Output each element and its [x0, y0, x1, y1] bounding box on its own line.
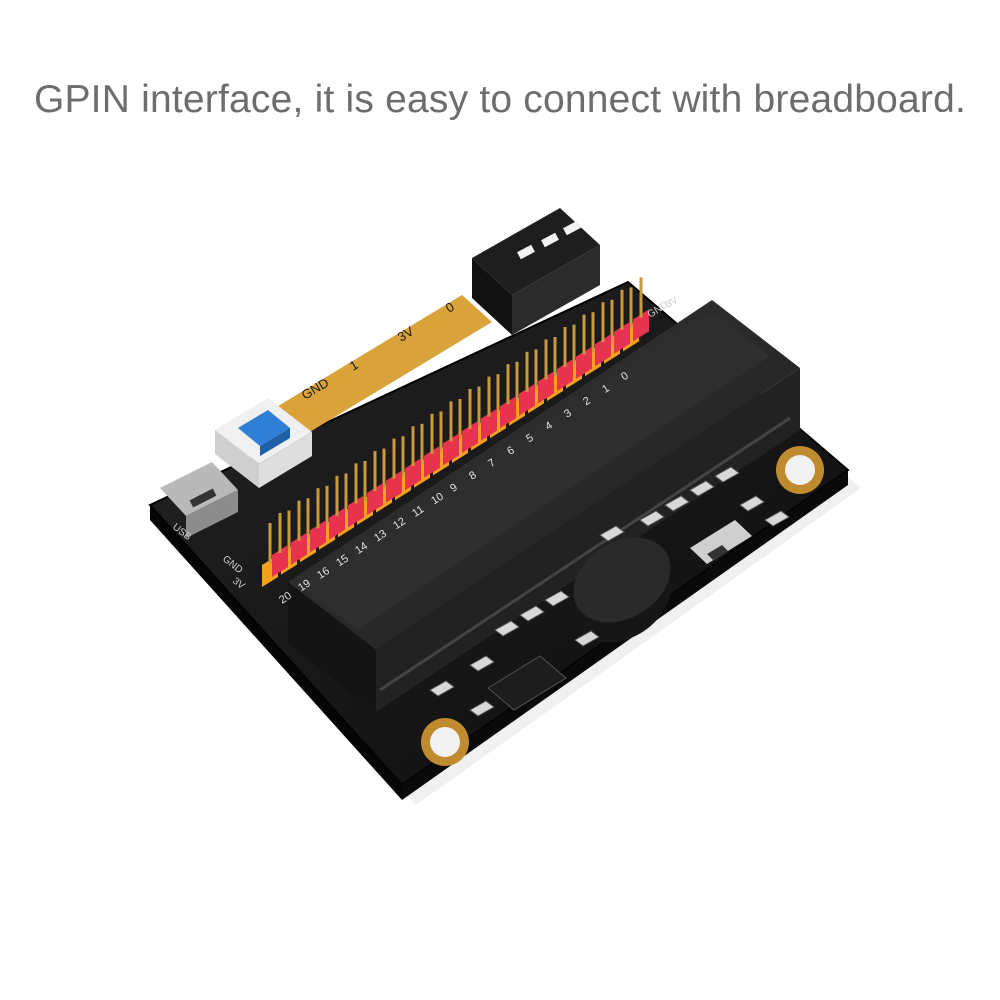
smd-resistor [764, 510, 790, 527]
pad-label: 3V [395, 323, 417, 344]
header-block [348, 495, 364, 528]
header-block [367, 483, 383, 515]
header-block [386, 470, 402, 503]
slide-switch [690, 520, 752, 564]
smd-resistor [544, 590, 570, 607]
header-block [576, 346, 592, 379]
pin-number-label: 15 [334, 553, 351, 570]
micro-usb-port [160, 462, 238, 538]
mounting-hole-front-center [430, 727, 460, 757]
smd-resistor [519, 605, 545, 622]
pin-number-label: 4 [543, 420, 555, 433]
pin-number-label: 19 [296, 577, 313, 594]
pin-number-label: 20 [277, 590, 294, 607]
smd-resistor [599, 525, 625, 542]
header-block [405, 458, 421, 491]
smd-resistor [469, 700, 495, 717]
smd-resistor [664, 495, 690, 512]
smd-resistor [714, 466, 740, 483]
header-block [272, 545, 288, 577]
pin-number-label: 14 [353, 540, 370, 557]
buzzer [573, 537, 671, 643]
pin-number-label: 12 [391, 515, 408, 532]
header-block [614, 321, 630, 354]
pin-number-label: 6 [505, 444, 517, 457]
smd-resistor [739, 495, 765, 512]
smd-resistor [494, 620, 520, 637]
header-block [462, 421, 478, 453]
caption-text: GPIN interface, it is easy to connect wi… [33, 78, 967, 121]
header-block [595, 334, 611, 367]
header-block [443, 433, 459, 466]
pin-number-label: 16 [315, 565, 332, 582]
smd-resistor [429, 680, 455, 697]
pin-number-label: 0 [619, 370, 631, 383]
header-block [500, 396, 516, 429]
pin-number-label: 9 [448, 482, 460, 495]
mounting-hole-right-center [785, 455, 815, 485]
header-block [310, 520, 326, 553]
smd-resistor [639, 510, 665, 527]
audio-jack [472, 208, 600, 335]
pin-number-label: 13 [372, 528, 389, 545]
smd-resistor [469, 655, 495, 672]
pin-number-label: 8 [467, 469, 479, 482]
smd-resistor [689, 480, 715, 497]
pin-number-label: 1 [600, 382, 612, 395]
header-block [424, 445, 440, 478]
smd-components [429, 466, 790, 717]
edge-connector-slot [288, 300, 800, 712]
pin-number-label: 7 [486, 457, 498, 470]
header-block [481, 408, 497, 441]
header-block [557, 359, 573, 391]
header-block [329, 507, 345, 540]
header-block [538, 371, 554, 404]
pin-number-label: 5 [524, 432, 536, 445]
pin-number-label: 11 [410, 503, 426, 519]
smd-resistor [574, 630, 600, 647]
pin-number-label: 10 [429, 491, 446, 508]
pin-number-label: 3 [562, 407, 574, 420]
pcb-edge-front [150, 505, 402, 800]
pin-header [262, 277, 649, 587]
gold-pad-strip [255, 295, 492, 447]
header-block [633, 309, 649, 342]
header-block [519, 383, 535, 416]
voltage-regulator [487, 655, 567, 711]
header-block [291, 532, 307, 565]
push-button [215, 398, 312, 488]
pin-number-label: 2 [581, 395, 593, 408]
